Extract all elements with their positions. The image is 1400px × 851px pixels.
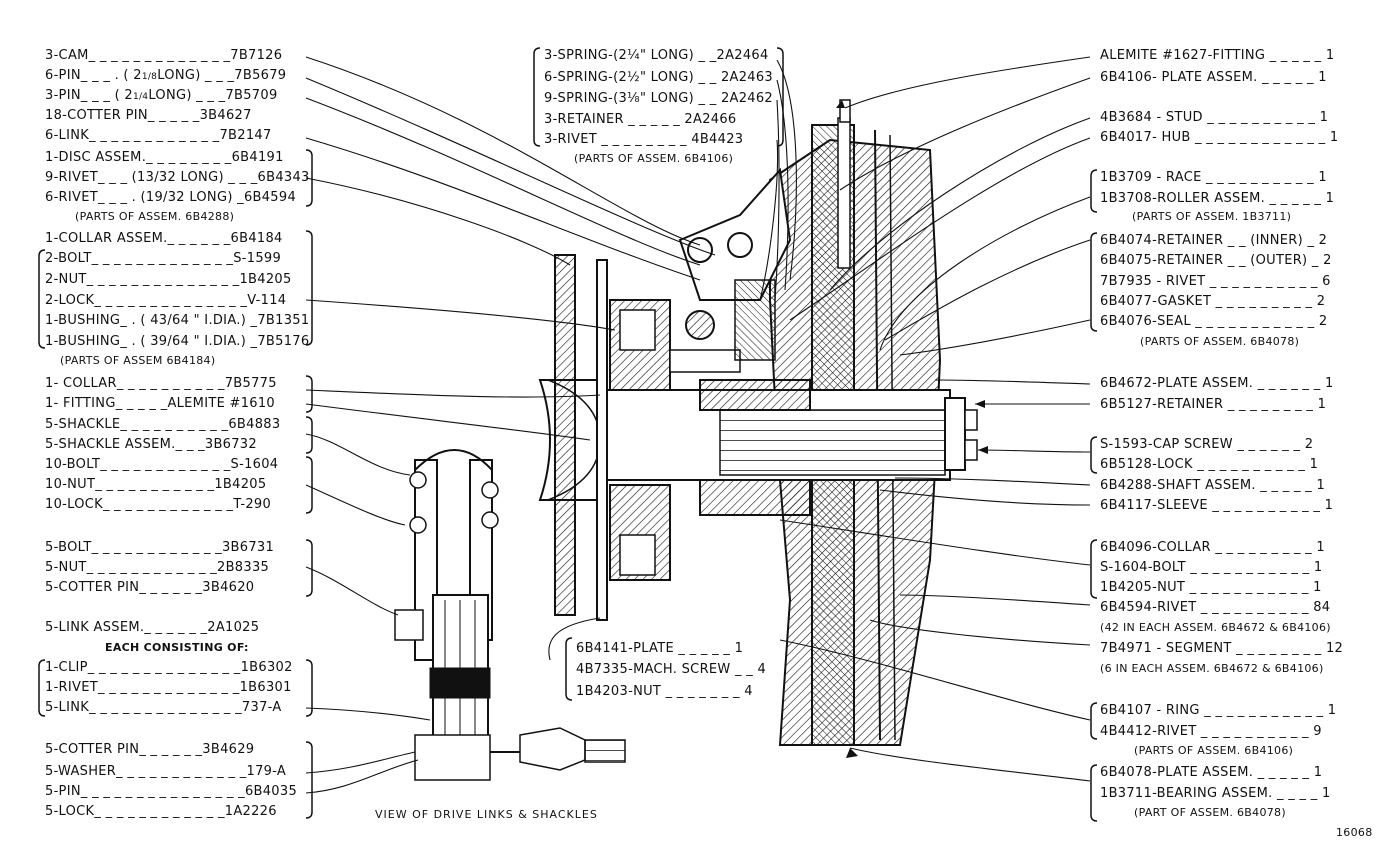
part-label: 2-LOCK_ _ _ _ _ _ _ _ _ _ _ _ _ _V-114	[45, 293, 287, 308]
part-label: 1B4205-NUT _ _ _ _ _ _ _ _ _ _ _ 1	[1100, 580, 1322, 595]
part-label: 7B4971 - SEGMENT _ _ _ _ _ _ _ _ 12	[1100, 641, 1344, 656]
part-label: 5-COTTER PIN_ _ _ _ _ _3B4620	[45, 580, 255, 595]
part-label: 6B4141-PLATE _ _ _ _ _ 1	[576, 641, 744, 656]
part-label: 10-LOCK_ _ _ _ _ _ _ _ _ _ _ _T-290	[45, 497, 272, 512]
part-label: 7B7935 - RIVET _ _ _ _ _ _ _ _ _ _ 6	[1100, 274, 1331, 289]
part-label: 10-NUT_ _ _ _ _ _ _ _ _ _ _1B4205	[45, 477, 267, 492]
leader-lines	[305, 56, 1091, 794]
part-label: 1B4203-NUT _ _ _ _ _ _ _ 4	[576, 684, 753, 699]
part-label: 1-DISC ASSEM._ _ _ _ _ _ _ _6B4191	[45, 150, 284, 165]
part-label: 1-BUSHING_ . ( 43/64 " I.DIA.) _7B1351	[45, 313, 310, 328]
part-label: 2-NUT_ _ _ _ _ _ _ _ _ _ _ _ _ _1B4205	[45, 272, 292, 287]
part-label: 3-PIN_ _ _ ( 21/4LONG) _ _ _7B5709	[45, 88, 278, 103]
part-label: 9-RIVET_ _ _ (13/32 LONG) _ _ _6B4343	[45, 170, 310, 185]
cam-and-link	[678, 167, 792, 361]
part-label: 5-WASHER_ _ _ _ _ _ _ _ _ _ _ _179-A	[45, 764, 287, 779]
part-label: 9-SPRING-(3⅛" LONG) _ _ 2A2462	[544, 91, 773, 106]
part-label: 6B4096-COLLAR _ _ _ _ _ _ _ _ _ 1	[1100, 540, 1325, 555]
part-label: 6-LINK_ _ _ _ _ _ _ _ _ _ _ _7B2147	[45, 128, 272, 143]
part-label: 6B4076-SEAL _ _ _ _ _ _ _ _ _ _ _ 2	[1100, 314, 1328, 329]
part-label: 1B3708-ROLLER ASSEM. _ _ _ _ _ 1	[1100, 191, 1335, 206]
part-label: 1-CLIP_ _ _ _ _ _ _ _ _ _ _ _ _ _1B6302	[45, 660, 293, 675]
part-label: 4B3684 - STUD _ _ _ _ _ _ _ _ _ _ 1	[1100, 110, 1329, 125]
part-label: 5-LOCK_ _ _ _ _ _ _ _ _ _ _ _1A2226	[45, 804, 277, 819]
part-label: 6B4106- PLATE ASSEM. _ _ _ _ _ 1	[1100, 70, 1327, 85]
part-label: 5-LINK_ _ _ _ _ _ _ _ _ _ _ _ _ _737-A	[45, 700, 282, 715]
part-label: 6B5128-LOCK _ _ _ _ _ _ _ _ _ _ 1	[1100, 457, 1319, 472]
part-label: 6B4077-GASKET _ _ _ _ _ _ _ _ _ 2	[1100, 294, 1326, 309]
part-label: 6-SPRING-(2½" LONG) _ _ 2A2463	[544, 70, 773, 85]
assembly-note: (6 IN EACH ASSEM. 6B4672 & 6B4106)	[1100, 662, 1324, 675]
part-label: 5-SHACKLE ASSEM._ _ _3B6732	[45, 437, 257, 452]
part-label: S-1593-CAP SCREW _ _ _ _ _ _ 2	[1100, 437, 1314, 452]
center-leader-lines	[548, 59, 797, 661]
assembly-note: (PARTS OF ASSEM 6B4184)	[60, 354, 216, 367]
left-bracket-lines	[38, 47, 1098, 822]
part-label: 6-PIN_ _ _ . ( 21/8LONG) _ _ _7B5679	[45, 68, 287, 83]
part-label: 3-CAM_ _ _ _ _ _ _ _ _ _ _ _ _7B7126	[45, 48, 283, 63]
part-label: 6B4107 - RING _ _ _ _ _ _ _ _ _ _ _ 1	[1100, 703, 1337, 718]
part-label: S-1604-BOLT _ _ _ _ _ _ _ _ _ _ _ 1	[1100, 560, 1323, 575]
part-label: 1-RIVET_ _ _ _ _ _ _ _ _ _ _ _ _1B6301	[45, 680, 292, 695]
part-label: 6B4672-PLATE ASSEM. _ _ _ _ _ _ 1	[1100, 376, 1334, 391]
part-label: 1-BUSHING_ . ( 39/64 " I.DIA.) _7B5176	[45, 334, 310, 349]
part-label: 2-BOLT_ _ _ _ _ _ _ _ _ _ _ _ _S-1599	[45, 251, 282, 266]
part-label: 5-SHACKLE_ _ _ _ _ _ _ _ _ _6B4883	[45, 417, 281, 432]
part-label: 1B3711-BEARING ASSEM. _ _ _ _ 1	[1100, 786, 1331, 801]
assembly-note: (PART OF ASSEM. 6B4078)	[1134, 806, 1286, 819]
arrowheads	[836, 100, 988, 758]
view-caption: VIEW OF DRIVE LINKS & SHACKLES	[375, 808, 598, 821]
part-label: 1B3709 - RACE _ _ _ _ _ _ _ _ _ _ 1	[1100, 170, 1327, 185]
part-label: 4B4412-RIVET _ _ _ _ _ _ _ _ _ _ 9	[1100, 724, 1322, 739]
drive-links-view	[394, 449, 626, 781]
assembly-note: (PARTS OF ASSEM. 6B4106)	[574, 152, 734, 165]
part-label: 6-RIVET_ _ _ . (19/32 LONG) _6B4594	[45, 190, 297, 205]
part-label: 5-PIN_ _ _ _ _ _ _ _ _ _ _ _ _ _ _6B4035	[45, 784, 298, 799]
part-label: 5-COTTER PIN_ _ _ _ _ _3B4629	[45, 742, 255, 757]
part-label: 6B4078-PLATE ASSEM. _ _ _ _ _ 1	[1100, 765, 1323, 780]
part-label: 6B4594-RIVET _ _ _ _ _ _ _ _ _ _ 84	[1100, 600, 1331, 615]
part-label: 6B5127-RETAINER _ _ _ _ _ _ _ _ 1	[1100, 397, 1327, 412]
part-label: 6B4117-SLEEVE _ _ _ _ _ _ _ _ _ _ 1	[1100, 498, 1334, 513]
assembly-note: (PARTS OF ASSEM. 1B3711)	[1132, 210, 1292, 223]
part-label: 3-RIVET _ _ _ _ _ _ _ _ 4B4423	[544, 132, 744, 147]
part-label: 1-COLLAR ASSEM._ _ _ _ _ _6B4184	[45, 231, 283, 246]
part-label: 5-BOLT_ _ _ _ _ _ _ _ _ _ _ _3B6731	[45, 540, 275, 555]
part-label: 6B4017- HUB _ _ _ _ _ _ _ _ _ _ _ _ 1	[1100, 130, 1339, 145]
part-label: 6B4288-SHAFT ASSEM. _ _ _ _ _ 1	[1100, 478, 1326, 493]
assembly-note: (PARTS OF ASSEM. 6B4106)	[1134, 744, 1294, 757]
part-label: ALEMITE #1627-FITTING _ _ _ _ _ 1	[1100, 48, 1335, 63]
part-label: 5-NUT_ _ _ _ _ _ _ _ _ _ _ _2B8335	[45, 560, 270, 575]
part-label: 6B4074-RETAINER _ _ (INNER) _ 2	[1100, 233, 1328, 248]
part-label: 3-SPRING-(2¼" LONG) _ _2A2464	[544, 48, 769, 63]
assembly-note: (PARTS OF ASSEM. 6B4288)	[75, 210, 235, 223]
part-label: 3-RETAINER _ _ _ _ _ 2A2466	[544, 112, 737, 127]
assembly-note: (42 IN EACH ASSEM. 6B4672 & 6B4106)	[1100, 621, 1331, 634]
collar-assembly	[538, 254, 811, 621]
part-label: 1- COLLAR_ _ _ _ _ _ _ _ _ _7B5775	[45, 376, 277, 391]
part-label: 1- FITTING_ _ _ _ _ALEMITE #1610	[45, 396, 276, 411]
figure-number: 16068	[1336, 826, 1373, 839]
part-label: 4B7335-MACH. SCREW _ _ 4	[576, 662, 767, 677]
assembly-note: EACH CONSISTING OF:	[105, 641, 249, 654]
part-label: 18-COTTER PIN_ _ _ _ _3B4627	[45, 108, 252, 123]
assembly-note: (PARTS OF ASSEM. 6B4078)	[1140, 335, 1300, 348]
part-label: 6B4075-RETAINER _ _ (OUTER) _ 2	[1100, 253, 1332, 268]
part-label: 10-BOLT_ _ _ _ _ _ _ _ _ _ _ _S-1604	[45, 457, 279, 472]
part-label: 5-LINK ASSEM._ _ _ _ _ _2A1025	[45, 620, 260, 635]
